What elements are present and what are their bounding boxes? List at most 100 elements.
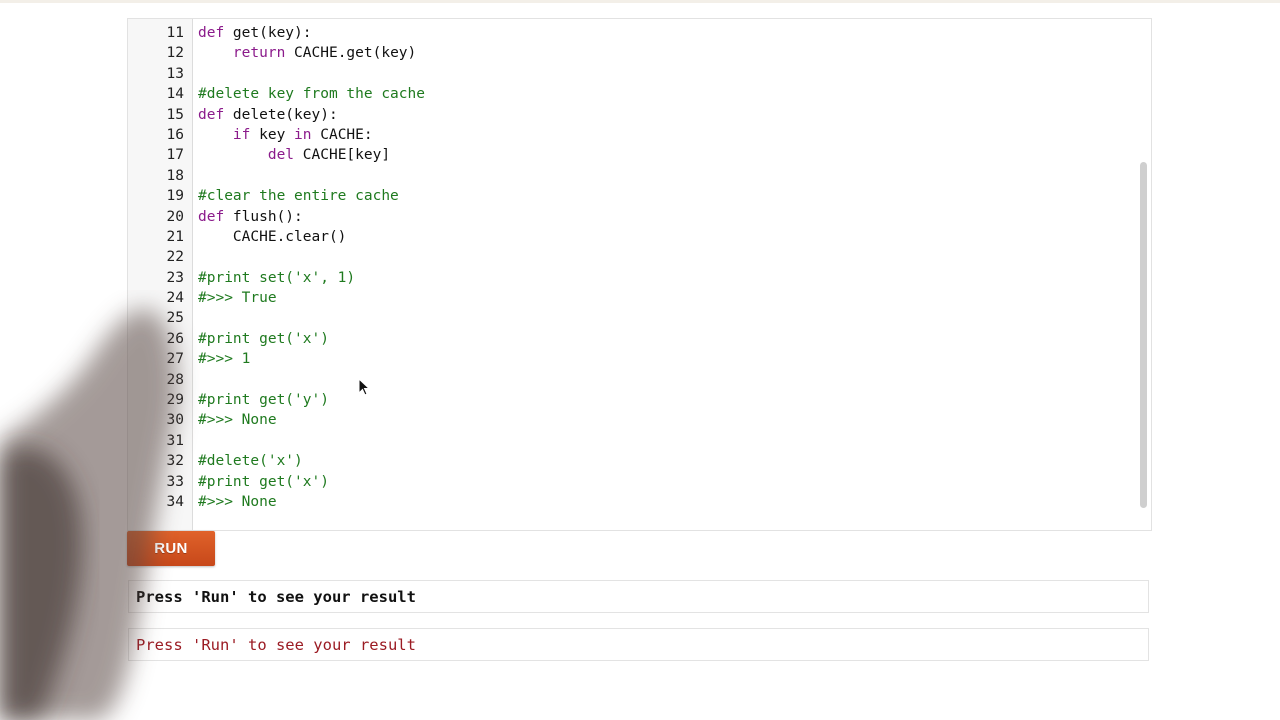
code-token [198,127,233,143]
line-number: 14 [166,86,184,103]
code-line[interactable]: 14 #delete key from the cache [128,84,1138,104]
line-number: 19 [166,188,184,205]
code-line[interactable]: 11 def get(key): [128,23,1138,43]
line-number: 25 [166,310,184,327]
line-number: 34 [166,493,184,510]
comment-token: #>>> None [198,493,277,510]
line-number: 11 [166,25,184,41]
line-number: 12 [166,45,184,62]
code-line[interactable]: 16 if key in CACHE: [128,125,1138,145]
line-code-text: CACHE.clear() [198,227,347,247]
keyword-token: del [267,147,295,164]
line-code-text: return CACHE.get(key) [198,43,416,63]
line-number: 33 [166,473,184,490]
keyword-token: if [232,126,251,143]
line-number: 24 [166,290,184,307]
code-line[interactable]: 29 #print get('y') [128,390,1138,410]
line-code-text: #print get('y') [198,390,329,410]
comment-token: #delete('x') [198,453,303,470]
line-code-text: if key in CACHE: [198,125,373,145]
comment-token: #print set('x', 1) [198,269,356,286]
code-token: delete(key): [224,106,338,123]
line-number: 20 [166,208,184,225]
code-line[interactable]: 25 [128,308,1138,328]
comment-token: #print get('x') [198,473,329,490]
code-line[interactable]: 12 return CACHE.get(key) [128,43,1138,63]
editor-scrollbar[interactable] [1140,159,1148,509]
line-number: 22 [166,249,184,266]
line-number: 18 [166,167,184,184]
line-code-text: def get(key): [198,23,312,43]
line-code-text: #>>> True [198,288,277,308]
line-number: 15 [166,106,184,123]
line-number: 29 [166,392,184,409]
line-code-text: def delete(key): [198,105,338,125]
code-line[interactable]: 21 CACHE.clear() [128,227,1138,247]
keyword-token: return [232,45,286,62]
line-number: 16 [166,126,184,143]
line-number: 21 [166,228,184,245]
keyword-token: in [294,126,312,143]
run-button[interactable]: RUN [127,531,215,566]
line-number: 13 [166,65,184,82]
code-line[interactable]: 33 #print get('x') [128,472,1138,492]
line-code-text: #print get('x') [198,329,329,349]
line-code-text: #clear the entire cache [198,186,399,206]
line-number: 23 [166,269,184,286]
comment-token: #print get('x') [198,330,329,347]
editor-scrollbar-thumb[interactable] [1140,162,1147,508]
code-token: key [250,126,295,143]
top-border-strip [0,0,1280,3]
code-token: CACHE[key] [294,147,391,164]
code-line[interactable]: 20 def flush(): [128,207,1138,227]
line-code-text: def flush(): [198,207,303,227]
line-code-text: #>>> None [198,492,277,512]
code-line[interactable]: 22 [128,247,1138,267]
line-number: 17 [166,147,184,164]
line-number: 32 [166,453,184,470]
result-error-box: Press 'Run' to see your result [128,628,1149,661]
line-code-text: del CACHE[key] [198,145,390,165]
code-token: CACHE: [311,126,373,143]
code-line[interactable]: 32 #delete('x') [128,451,1138,471]
line-number: 31 [166,432,184,449]
line-code-text: #>>> None [198,410,277,430]
mouse-pointer-icon [358,378,370,396]
code-token [198,45,233,61]
code-line[interactable]: 27 #>>> 1 [128,349,1138,369]
code-token: CACHE.get(key) [285,45,417,62]
code-line[interactable]: 17 del CACHE[key] [128,145,1138,165]
result-output-box: Press 'Run' to see your result [128,580,1149,613]
code-line[interactable]: 24 #>>> True [128,288,1138,308]
code-line[interactable]: 30 #>>> None [128,410,1138,430]
line-code-text: #delete key from the cache [198,84,425,104]
code-line[interactable]: 18 [128,166,1138,186]
code-line[interactable]: 28 [128,370,1138,390]
code-token: CACHE.clear() [198,228,347,245]
line-number: 28 [166,371,184,388]
line-number: 26 [166,330,184,347]
line-code-text: #>>> 1 [198,349,250,369]
line-number: 30 [166,412,184,429]
comment-token: #>>> 1 [198,351,251,368]
code-line[interactable]: 15 def delete(key): [128,105,1138,125]
line-code-text: #print set('x', 1) [198,268,355,288]
code-line[interactable]: 31 [128,431,1138,451]
code-line[interactable]: 13 [128,64,1138,84]
comment-token: #>>> None [198,412,277,429]
line-number: 27 [166,351,184,368]
comment-token: #print get('y') [198,392,329,409]
code-line[interactable]: 26 #print get('x') [128,329,1138,349]
comment-token: #>>> True [198,290,277,307]
keyword-token: def [198,106,225,123]
code-line[interactable]: 23 #print set('x', 1) [128,268,1138,288]
code-line[interactable]: 19 #clear the entire cache [128,186,1138,206]
code-line[interactable]: 34 #>>> None [128,492,1138,512]
line-code-text: #print get('x') [198,472,329,492]
code-token [198,147,268,163]
line-code-text: #delete('x') [198,451,303,471]
code-token: flush(): [224,208,303,225]
keyword-token: def [198,25,225,41]
